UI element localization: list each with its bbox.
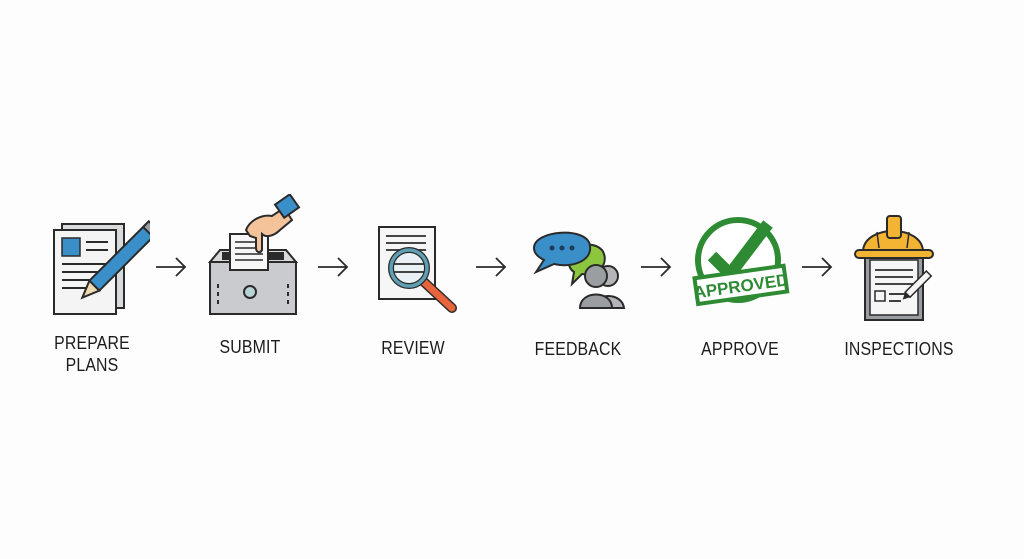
step-label-submit: SUBMIT [219, 337, 281, 357]
step-label-approve: APPROVE [701, 339, 779, 359]
label-line-2: PLANS [65, 355, 119, 375]
document-magnifier-icon [378, 226, 457, 313]
approved-stamp-icon: APPROVED [692, 217, 790, 307]
step-label-review: REVIEW [381, 338, 445, 358]
document-pencil-icon [53, 219, 150, 315]
hand-submit-box-icon [207, 194, 301, 315]
arrow-right-icon [156, 257, 187, 277]
arrow-right-icon [476, 257, 507, 277]
label-line-1: PREPARE [54, 333, 130, 353]
hardhat-clipboard-icon [854, 215, 934, 321]
step-label-feedback: FEEDBACK [534, 339, 622, 359]
step-label-inspections: INSPECTIONS [844, 339, 954, 359]
arrow-right-icon [641, 257, 672, 277]
chat-bubbles-people-icon [532, 231, 626, 309]
arrow-right-icon [318, 257, 349, 277]
arrow-right-icon [802, 257, 833, 277]
